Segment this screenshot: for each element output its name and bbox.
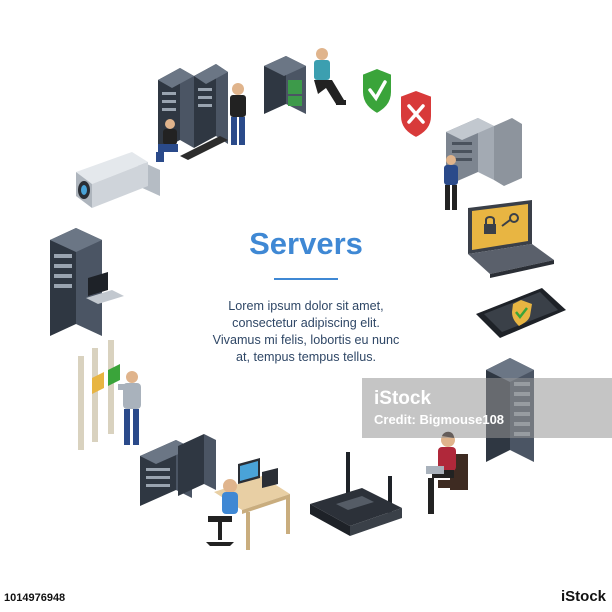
- stock-brand-logo: iStock: [560, 588, 606, 605]
- laptop-lock-icon: [468, 200, 554, 278]
- description-text: Lorem ipsum dolor sit amet, consectetur …: [196, 298, 416, 366]
- watermark-band: [362, 378, 612, 438]
- title-divider: [274, 278, 338, 280]
- server-rack-icon: [78, 340, 120, 450]
- description-line: Lorem ipsum dolor sit amet,: [228, 299, 384, 313]
- description-line: at, tempus tempus tellus.: [236, 350, 376, 364]
- technician-icon: [156, 119, 178, 162]
- server-rack-icon: [50, 228, 124, 336]
- technician-icon: [444, 155, 458, 210]
- watermark-credit: Credit: Bigmouse108: [374, 412, 505, 427]
- footer-bar: [0, 586, 612, 612]
- description-line: consectetur adipiscing elit.: [232, 316, 380, 330]
- technician-icon: [118, 371, 141, 445]
- watermark-logo: iStock: [374, 388, 432, 409]
- page-title: Servers: [249, 226, 363, 261]
- router-icon: [310, 452, 402, 536]
- shield-check-icon: [361, 66, 393, 116]
- security-camera-icon: [76, 152, 160, 208]
- stock-image-id: 1014976948: [4, 592, 66, 604]
- phone-shield-icon: [476, 288, 566, 338]
- workstation-icon: [140, 434, 290, 550]
- description-line: Vivamus mi felis, lobortis eu nunc: [212, 333, 400, 347]
- shield-cross-icon: [399, 88, 433, 140]
- technician-icon: [426, 431, 468, 514]
- server-rack-icon: [264, 56, 306, 114]
- technician-icon: [314, 48, 346, 105]
- technician-icon: [230, 83, 246, 145]
